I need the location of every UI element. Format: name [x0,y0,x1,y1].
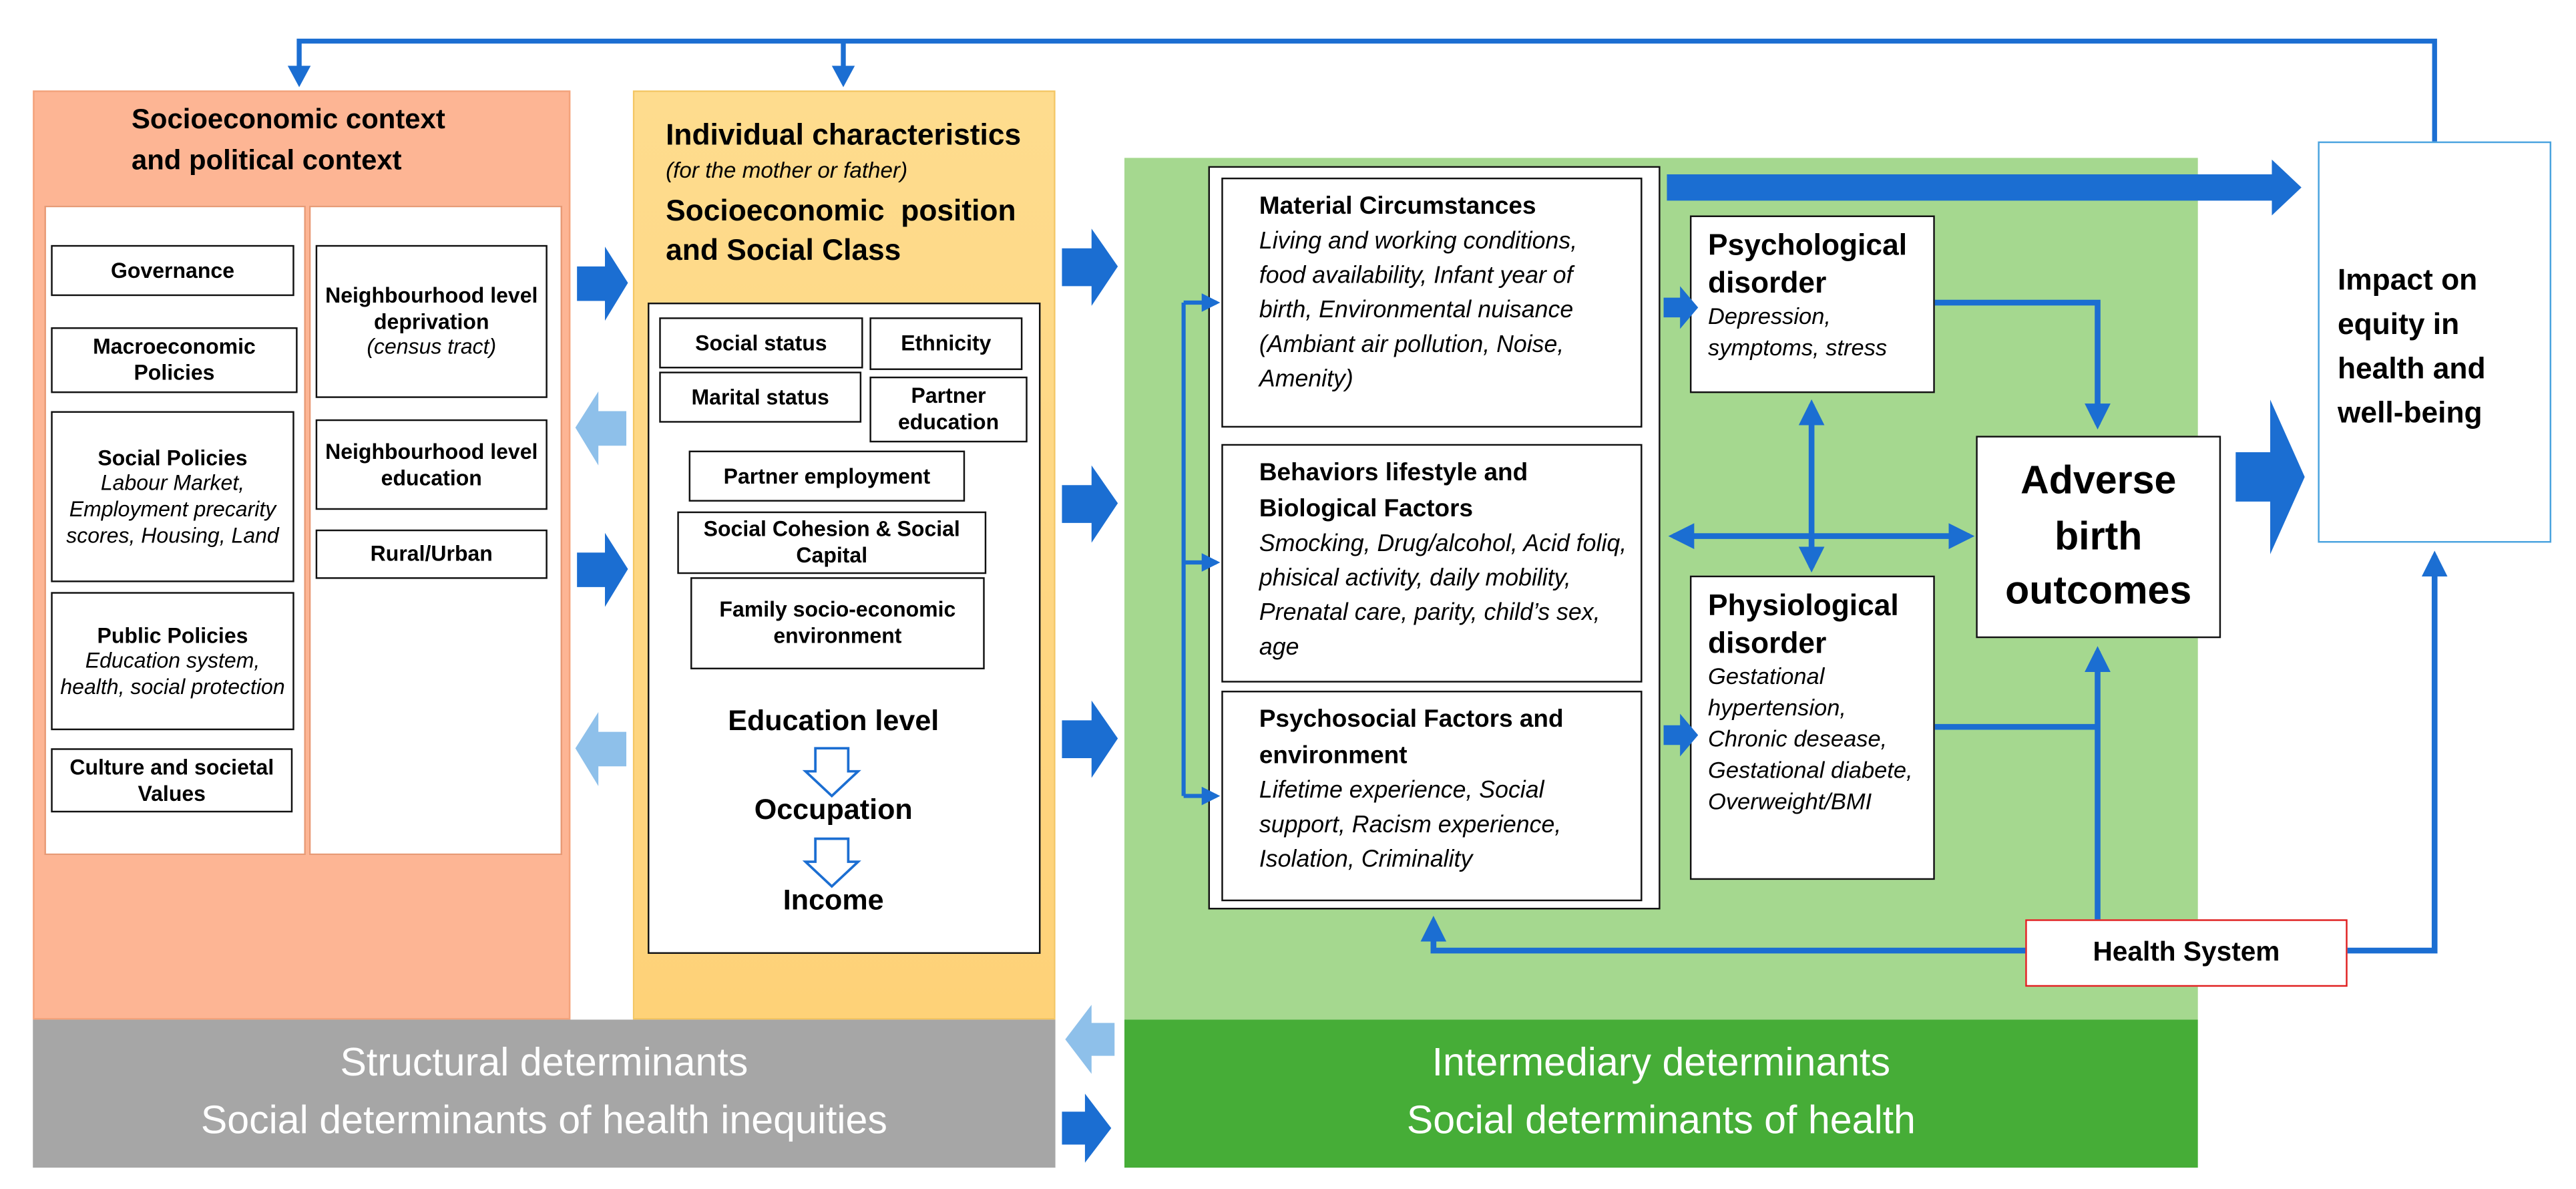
physiological-disorder-box: Physiological disorder Gestational hyper… [1689,575,1935,880]
partner-education-box: Partner education [869,376,1028,443]
disorder-to-outcome-connectors [1934,299,2111,920]
block-arrow-right-1 [577,246,628,321]
hollow-arrow-down-1 [802,747,861,798]
factors-bracket [1181,293,1221,806]
hollow-arrow-down-2 [802,837,861,888]
block-arrow-right-3 [1062,228,1118,306]
neighbourhood-deprivation-box: Neighbourhood level deprivation (census … [315,244,548,398]
public-policies-box: Public Policies Education system, health… [51,592,294,731]
partner-employment-box: Partner employment [688,450,965,502]
social-cohesion-box: Social Cohesion & Social Capital [677,511,987,574]
block-arrow-left-1 [575,391,627,466]
impact-box [2318,141,2552,543]
psychological-disorder-box: Psychological disorder Depression, sympt… [1689,215,1935,393]
block-arrow-to-psychological [1663,286,1699,329]
block-arrow-right-4 [1062,465,1118,543]
governance-box: Governance [51,244,294,297]
health-system-connectors [1420,550,2448,954]
adverse-birth-outcomes-box: Adverse birth outcomes [1976,436,2221,639]
impact-label: Impact on equity in health and well-bein… [2337,263,2486,430]
arrowhead-down-individual [831,65,855,88]
arrowhead-down-structural [287,65,311,88]
bidirectional-arrows [1668,399,1975,573]
behaviors-lifestyle-box: Behaviors lifestyle and Biological Facto… [1221,444,1643,683]
ethnicity-box: Ethnicity [869,317,1023,370]
block-arrow-right-2 [577,532,628,607]
block-arrow-to-impact [2235,399,2305,554]
banner-arrow-left [1065,1005,1115,1074]
psychosocial-factors-box: Psychosocial Factors and environment Lif… [1221,691,1643,902]
social-status-box: Social status [659,317,863,369]
health-system-box: Health System [2025,919,2348,987]
occupation-label: Occupation [754,792,913,826]
top-feedback-loop [296,38,2437,142]
intermediary-determinants-banner: Intermediary determinants Social determi… [1124,1019,2198,1168]
structural-determinants-banner: Structural determinants Social determina… [33,1019,1056,1168]
macroeconomic-policies-box: Macroeconomic Policies [51,327,298,393]
rural-urban-box: Rural/Urban [315,529,548,579]
marital-status-box: Marital status [659,371,862,423]
structural-title: Socioeconomic context and political cont… [131,104,445,176]
family-socioeconomic-box: Family socio-economic environment [690,577,985,670]
block-arrow-to-physiological [1663,713,1699,757]
social-policies-box: Social Policies Labour Market, Employmen… [51,411,294,582]
income-label: Income [783,883,884,916]
banner-arrow-right [1062,1093,1112,1163]
block-arrow-right-5 [1062,700,1118,778]
individual-title: Individual characteristics (for the moth… [666,118,1022,267]
culture-values-box: Culture and societal Values [51,748,293,813]
neighbourhood-education-box: Neighbourhood level education [315,419,548,510]
material-circumstances-box: Material Circumstances Living and workin… [1221,177,1643,428]
education-level-label: Education level [728,703,939,737]
block-arrow-left-2 [575,712,627,786]
block-arrow-to-impact-top [1667,159,2302,216]
